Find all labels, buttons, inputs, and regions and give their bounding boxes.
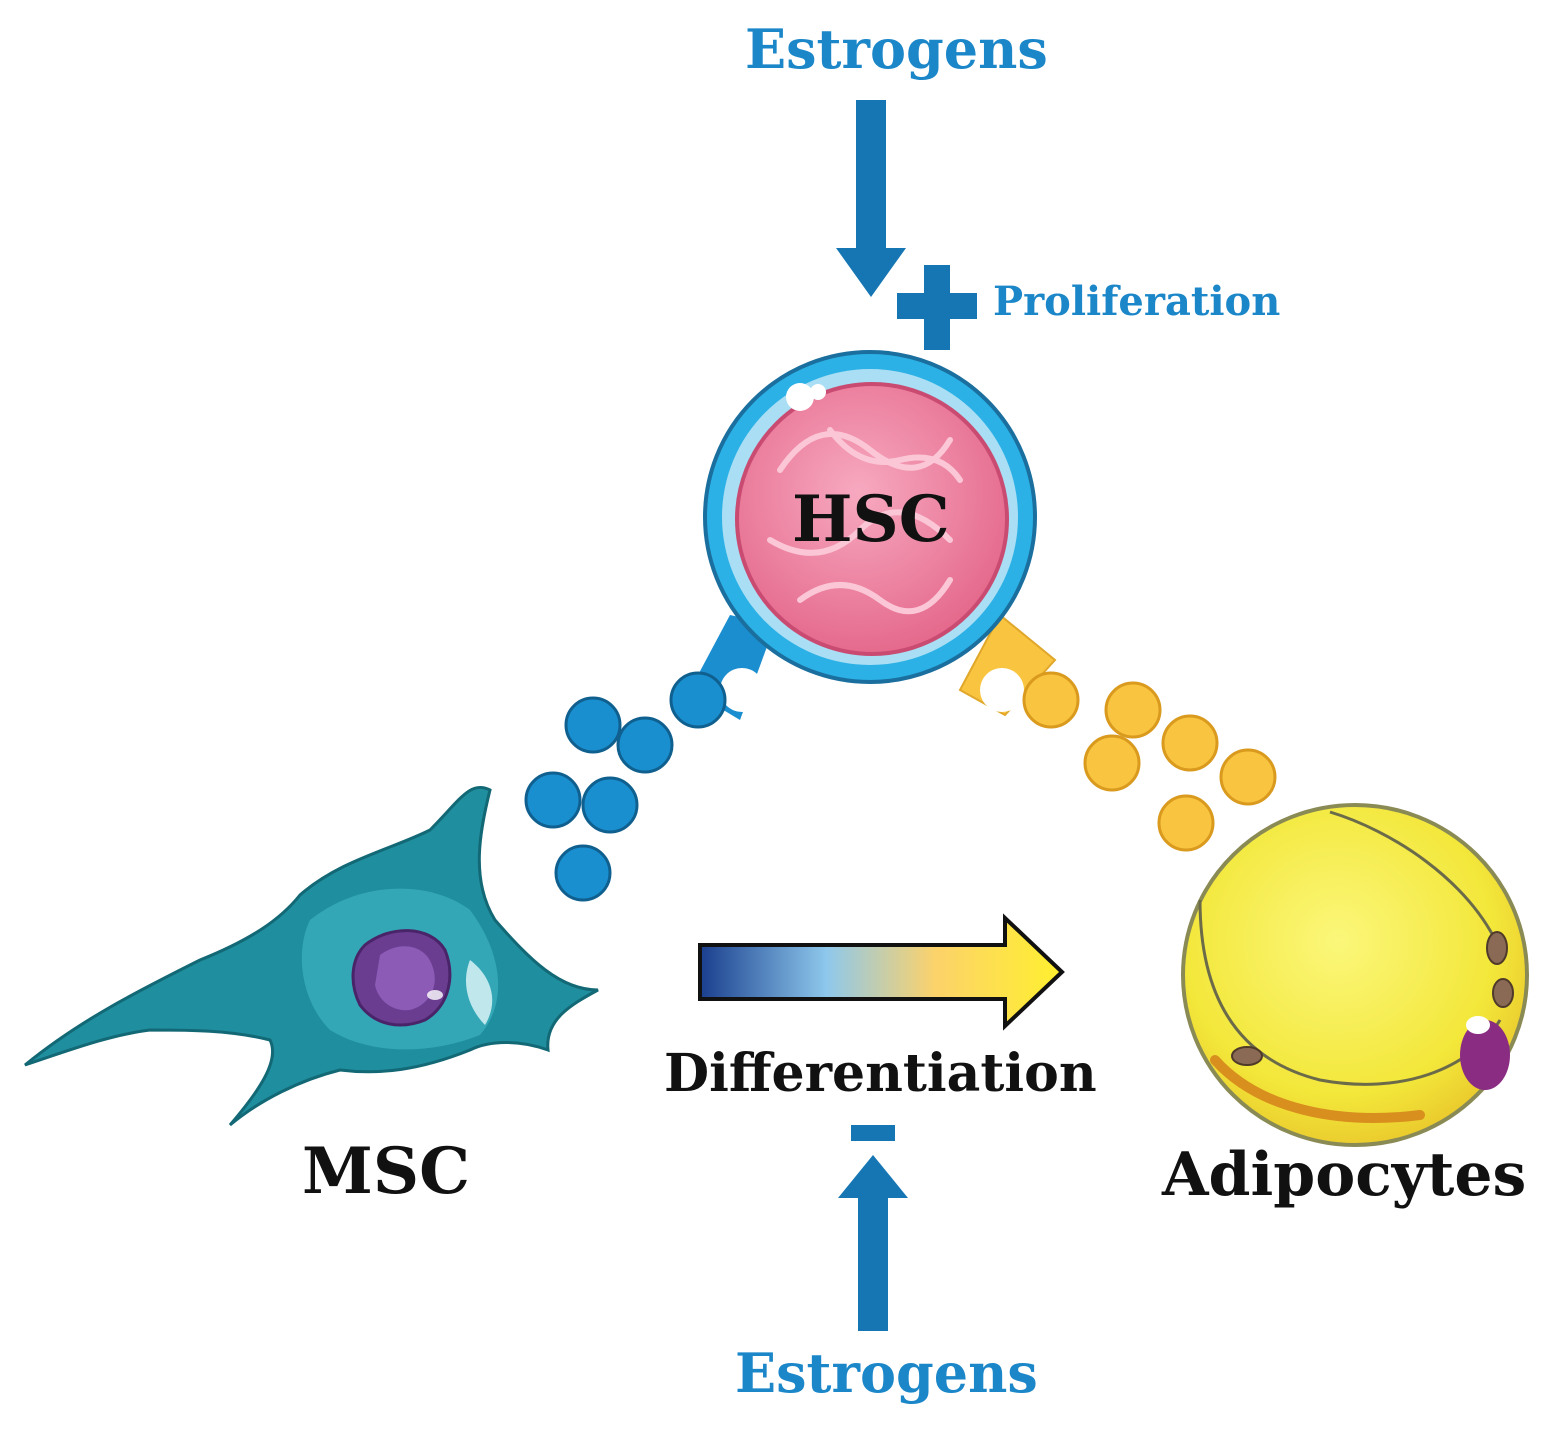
signal-dot-blue	[524, 771, 582, 829]
signal-dot-yellow	[1022, 671, 1080, 729]
adipocyte-signal-dots	[1022, 671, 1277, 852]
msc-cell	[24, 785, 599, 1127]
msc-label: MSC	[302, 1134, 470, 1209]
estrogens-bottom-label: Estrogens	[735, 1341, 1038, 1405]
estrogens-top-arrow	[836, 100, 906, 297]
signal-dot-blue	[616, 716, 674, 774]
signal-dot-yellow	[1157, 794, 1215, 852]
estrogens-top-label: Estrogens	[745, 17, 1048, 81]
signal-dot-yellow	[1083, 734, 1141, 792]
minus-icon	[851, 1125, 895, 1141]
msc-signal-dots	[524, 671, 727, 902]
hsc-label: HSC	[792, 482, 950, 557]
proliferation-label: Proliferation	[993, 278, 1281, 325]
estrogens-bottom-arrow	[838, 1155, 908, 1331]
adipocytes-label: Adipocytes	[1162, 1140, 1527, 1210]
differentiation-arrow	[698, 913, 1065, 1031]
signal-dot-blue	[564, 696, 622, 754]
adipocyte-cell	[1181, 803, 1529, 1147]
signal-dot-blue	[581, 776, 639, 834]
signal-dot-yellow	[1219, 748, 1277, 806]
hsc-receptor-right	[958, 613, 1057, 717]
differentiation-label: Differentiation	[664, 1043, 1097, 1104]
hsc-cell	[703, 350, 1037, 684]
signal-dot-blue	[554, 844, 612, 902]
plus-icon	[897, 265, 977, 350]
signal-dot-blue	[669, 671, 727, 729]
signal-dot-yellow	[1104, 681, 1162, 739]
signal-dot-yellow	[1161, 714, 1219, 772]
